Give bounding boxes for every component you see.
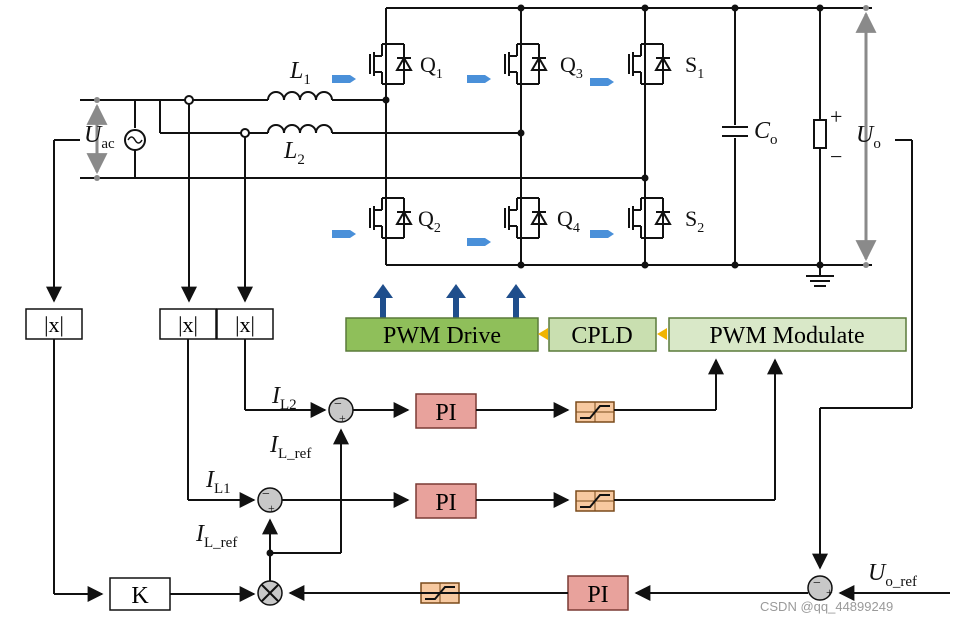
- cpld-block: [548, 317, 657, 352]
- switch-q2: [369, 195, 412, 241]
- svg-text:−: −: [813, 576, 821, 591]
- pwm-drive-label: PWM Drive: [383, 323, 501, 349]
- cpld-label: CPLD: [571, 323, 632, 349]
- pwm-modulate-label: PWM Modulate: [709, 323, 864, 349]
- label-q4: Q4: [557, 206, 580, 236]
- label-uoref: Uo_ref: [868, 560, 917, 590]
- svg-text:+: +: [339, 411, 346, 425]
- power-circuit: [80, 4, 877, 287]
- limiter-il2: [575, 401, 615, 423]
- gate-signals: [332, 75, 614, 246]
- label-co: Co: [754, 118, 778, 148]
- label-q1: Q1: [420, 52, 443, 82]
- switch-q3: [504, 41, 547, 87]
- abs-label-3: |x|: [235, 312, 255, 337]
- abs-label-2: |x|: [178, 312, 198, 337]
- abs-block-il2: [216, 308, 274, 340]
- multiplier: [257, 580, 283, 606]
- pwm-modulate-block: [668, 317, 907, 352]
- watermark: CSDN @qq_44899249: [760, 599, 893, 614]
- pi-label-1: PI: [435, 400, 456, 426]
- label-ilref-2: IL_ref: [195, 521, 237, 551]
- pi-label-2: PI: [435, 490, 456, 516]
- label-uo: Uo: [856, 122, 881, 152]
- label-ilref-1: IL_ref: [269, 432, 311, 462]
- control-wires: [53, 139, 950, 602]
- plus-sign-load: +: [830, 104, 842, 129]
- label-q3: Q3: [560, 52, 583, 82]
- svg-text:+: +: [826, 585, 833, 599]
- drive-output-arrows: [373, 284, 526, 318]
- pi-label-3: PI: [587, 582, 608, 608]
- sense-wires: [46, 104, 253, 303]
- label-s1: S1: [685, 52, 704, 82]
- switch-s1: [628, 41, 671, 87]
- switch-q4: [504, 195, 547, 241]
- sum-junction-voltage: − +: [807, 575, 833, 601]
- label-il2: IL2: [271, 383, 297, 413]
- label-l1: L1: [289, 58, 311, 88]
- sum-junction-il1: − +: [257, 487, 283, 515]
- gain-k-label: K: [131, 583, 149, 609]
- abs-block-il1: [159, 308, 217, 340]
- svg-text:+: +: [268, 501, 275, 515]
- switch-q1: [369, 41, 412, 87]
- label-uac: Uac: [84, 122, 115, 152]
- abs-label-1: |x|: [44, 312, 64, 337]
- label-il1: IL1: [205, 467, 231, 497]
- svg-text:−: −: [334, 397, 342, 412]
- modulate-to-cpld-marker: [657, 328, 667, 340]
- label-l2: L2: [283, 138, 305, 168]
- switch-s2: [628, 195, 671, 241]
- label-s2: S2: [685, 206, 704, 236]
- cpld-to-drive-marker: [538, 328, 548, 340]
- minus-sign-load: −: [830, 144, 842, 169]
- pwm-drive-block: [345, 317, 539, 352]
- limiter-il1: [575, 490, 615, 512]
- sum-junction-il2: − +: [328, 397, 354, 425]
- pi-block-voltage: [567, 575, 629, 611]
- svg-text:−: −: [262, 487, 270, 502]
- pi-block-il2: [415, 393, 477, 429]
- label-q2: Q2: [418, 206, 441, 236]
- pi-block-il1: [415, 483, 477, 519]
